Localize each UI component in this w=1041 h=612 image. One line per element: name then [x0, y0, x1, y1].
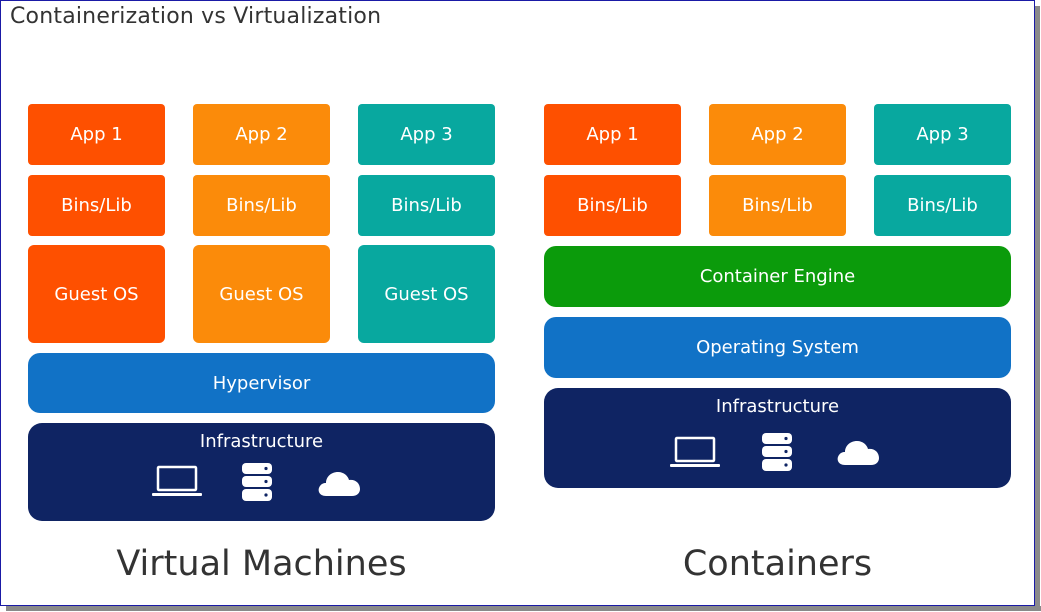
vm-app-3: App 3 — [358, 104, 495, 165]
ct-app-2: App 2 — [709, 104, 846, 165]
database-icon — [242, 463, 272, 501]
vm-infrastructure-label: Infrastructure — [199, 431, 324, 452]
frame-shadow-bottom — [6, 606, 1041, 611]
page-title: Containerization vs Virtualization — [10, 4, 382, 29]
vm-bins-1: Bins/Lib — [28, 175, 165, 236]
frame-shadow-right — [1035, 6, 1040, 610]
vm-app-2: App 2 — [193, 104, 330, 165]
laptop-icon — [152, 465, 202, 496]
ct-app-3: App 3 — [874, 104, 1011, 165]
laptop-icon — [670, 436, 720, 467]
vm-guest-os-3: Guest OS — [358, 245, 495, 343]
ct-bins-1: Bins/Lib — [544, 175, 681, 236]
ct-container-engine: Container Engine — [544, 246, 1011, 307]
vm-hypervisor: Hypervisor — [28, 353, 495, 413]
containers-caption: Containers — [682, 544, 873, 584]
vm-guest-os-2: Guest OS — [193, 245, 330, 343]
vm-app-1: App 1 — [28, 104, 165, 165]
ct-bins-3: Bins/Lib — [874, 175, 1011, 236]
ct-infrastructure: Infrastructure — [544, 388, 1011, 488]
ct-operating-system: Operating System — [544, 317, 1011, 378]
database-icon — [762, 433, 792, 471]
cloud-icon — [837, 441, 879, 465]
vm-infrastructure: Infrastructure — [28, 423, 495, 521]
vm-guest-os-1: Guest OS — [28, 245, 165, 343]
vm-caption: Virtual Machines — [116, 544, 407, 584]
vm-bins-3: Bins/Lib — [358, 175, 495, 236]
cloud-icon — [318, 472, 360, 496]
ct-bins-2: Bins/Lib — [709, 175, 846, 236]
vm-bins-2: Bins/Lib — [193, 175, 330, 236]
ct-infrastructure-label: Infrastructure — [715, 396, 840, 417]
ct-app-1: App 1 — [544, 104, 681, 165]
